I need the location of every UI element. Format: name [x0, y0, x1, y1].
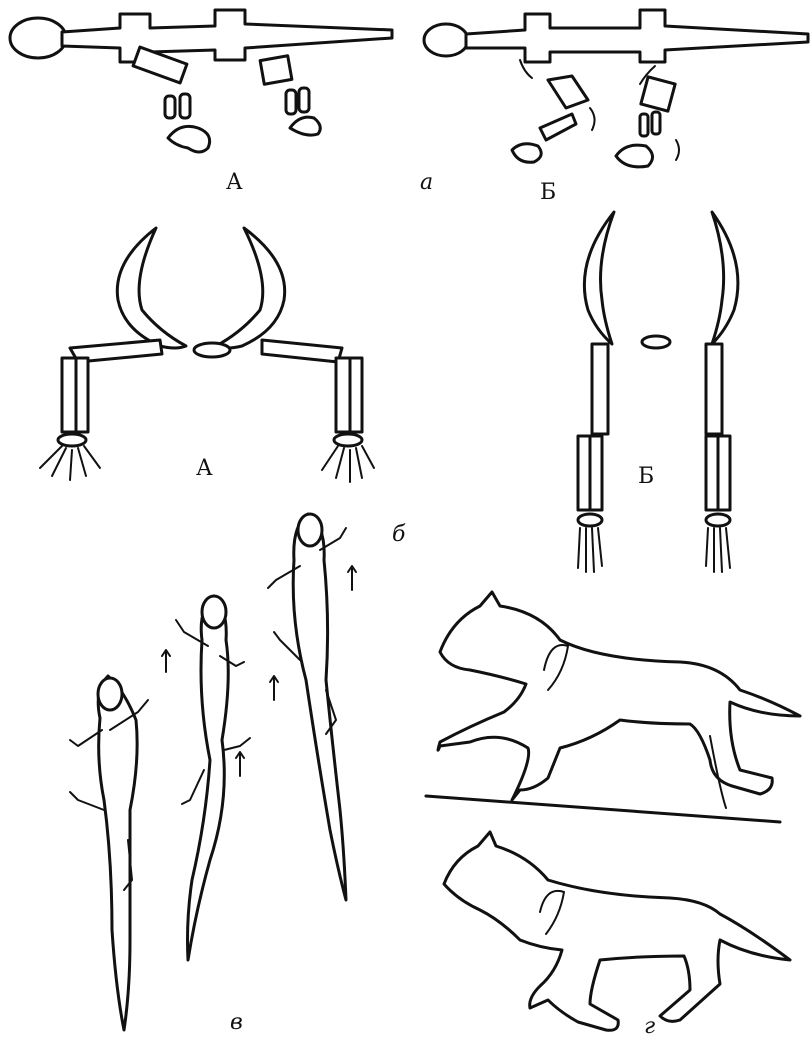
foot-shape: [168, 126, 210, 152]
wrist-shape: [58, 434, 86, 446]
arrow-icon: [676, 140, 679, 160]
humerus-shape: [262, 340, 342, 362]
skeleton-top-view-A: [10, 10, 392, 152]
horse-outline-shape: [438, 592, 800, 800]
horse-muscle-shape: [540, 891, 564, 934]
panel-b-label-B: Б: [638, 466, 654, 488]
skeleton-top-view-B: [424, 10, 808, 167]
panel-g-label: г: [644, 1016, 655, 1038]
panel-v-label: в: [230, 1012, 243, 1034]
limb-bone-shape: [165, 96, 175, 118]
limb-bone-shape: [286, 90, 296, 114]
ulna-shape: [590, 436, 602, 510]
limb-girdle-upright-B: [578, 212, 738, 572]
scapula-shape: [584, 212, 614, 344]
wrist-shape: [706, 514, 730, 526]
limb-bone-shape: [540, 114, 576, 140]
digits-shape: [706, 528, 730, 572]
panel-a-label-A: А: [226, 172, 243, 194]
limb-girdle-sprawling-A: [40, 228, 374, 482]
salamander-step-3: [268, 514, 356, 900]
limb-bone-shape: [180, 94, 190, 118]
radius-shape: [706, 436, 718, 510]
ulna-shape: [718, 436, 730, 510]
foot-shape: [290, 117, 320, 135]
limb-bone-shape: [641, 77, 675, 111]
foot-shape: [512, 144, 541, 163]
radius-shape: [62, 358, 76, 432]
arrow-up-icon: [348, 566, 356, 590]
salamander-body-shape: [98, 676, 137, 1030]
wrist-shape: [578, 514, 602, 526]
salamander-head-shape: [298, 514, 322, 546]
limb-bone-shape: [640, 114, 648, 136]
panel-a-label: а: [420, 172, 433, 194]
ulna-shape: [76, 358, 88, 432]
scapula-shape: [712, 212, 738, 344]
arrow-up-icon: [236, 752, 244, 776]
spine-shape: [62, 10, 392, 62]
panel-b-label-A: А: [196, 458, 213, 480]
radius-shape: [578, 436, 590, 510]
salamander-body-shape: [293, 514, 346, 900]
arrow-up-icon: [270, 676, 278, 700]
salamander-head-shape: [202, 596, 226, 628]
limb-bone-shape: [548, 76, 588, 108]
salamander-head-shape: [98, 678, 122, 710]
horse-outline-shape: [444, 832, 790, 1030]
digits-shape: [322, 446, 374, 482]
sternum-shape: [642, 336, 670, 348]
salamander-step-1: [70, 676, 148, 1030]
horse-stride-1: [426, 592, 800, 822]
radius-shape: [336, 358, 350, 432]
panel-a-label-B: Б: [540, 182, 556, 204]
wrist-shape: [334, 434, 362, 446]
digits-shape: [578, 528, 602, 572]
limb-bone-shape: [260, 56, 292, 84]
limb-bone-shape: [652, 112, 660, 134]
skull-shape: [10, 18, 66, 58]
horse-stride-2: [444, 832, 790, 1030]
arrow-icon: [590, 108, 595, 130]
arrow-up-icon: [162, 650, 170, 672]
scapula-shape: [216, 228, 285, 348]
humerus-shape: [706, 344, 722, 434]
panel-b-label: б: [392, 524, 405, 546]
foot-shape: [616, 145, 653, 167]
ulna-shape: [350, 358, 362, 432]
sternum-shape: [194, 343, 230, 357]
digits-shape: [40, 446, 100, 480]
horse-muscle-shape: [544, 645, 568, 690]
skull-shape: [424, 24, 468, 56]
limb-bone-shape: [299, 88, 309, 112]
salamander-step-2: [162, 596, 250, 960]
spine-shape: [466, 10, 808, 62]
ground-line: [426, 796, 780, 822]
salamander-body-shape: [188, 596, 229, 960]
humerus-shape: [592, 344, 608, 434]
scapula-shape: [117, 228, 186, 348]
